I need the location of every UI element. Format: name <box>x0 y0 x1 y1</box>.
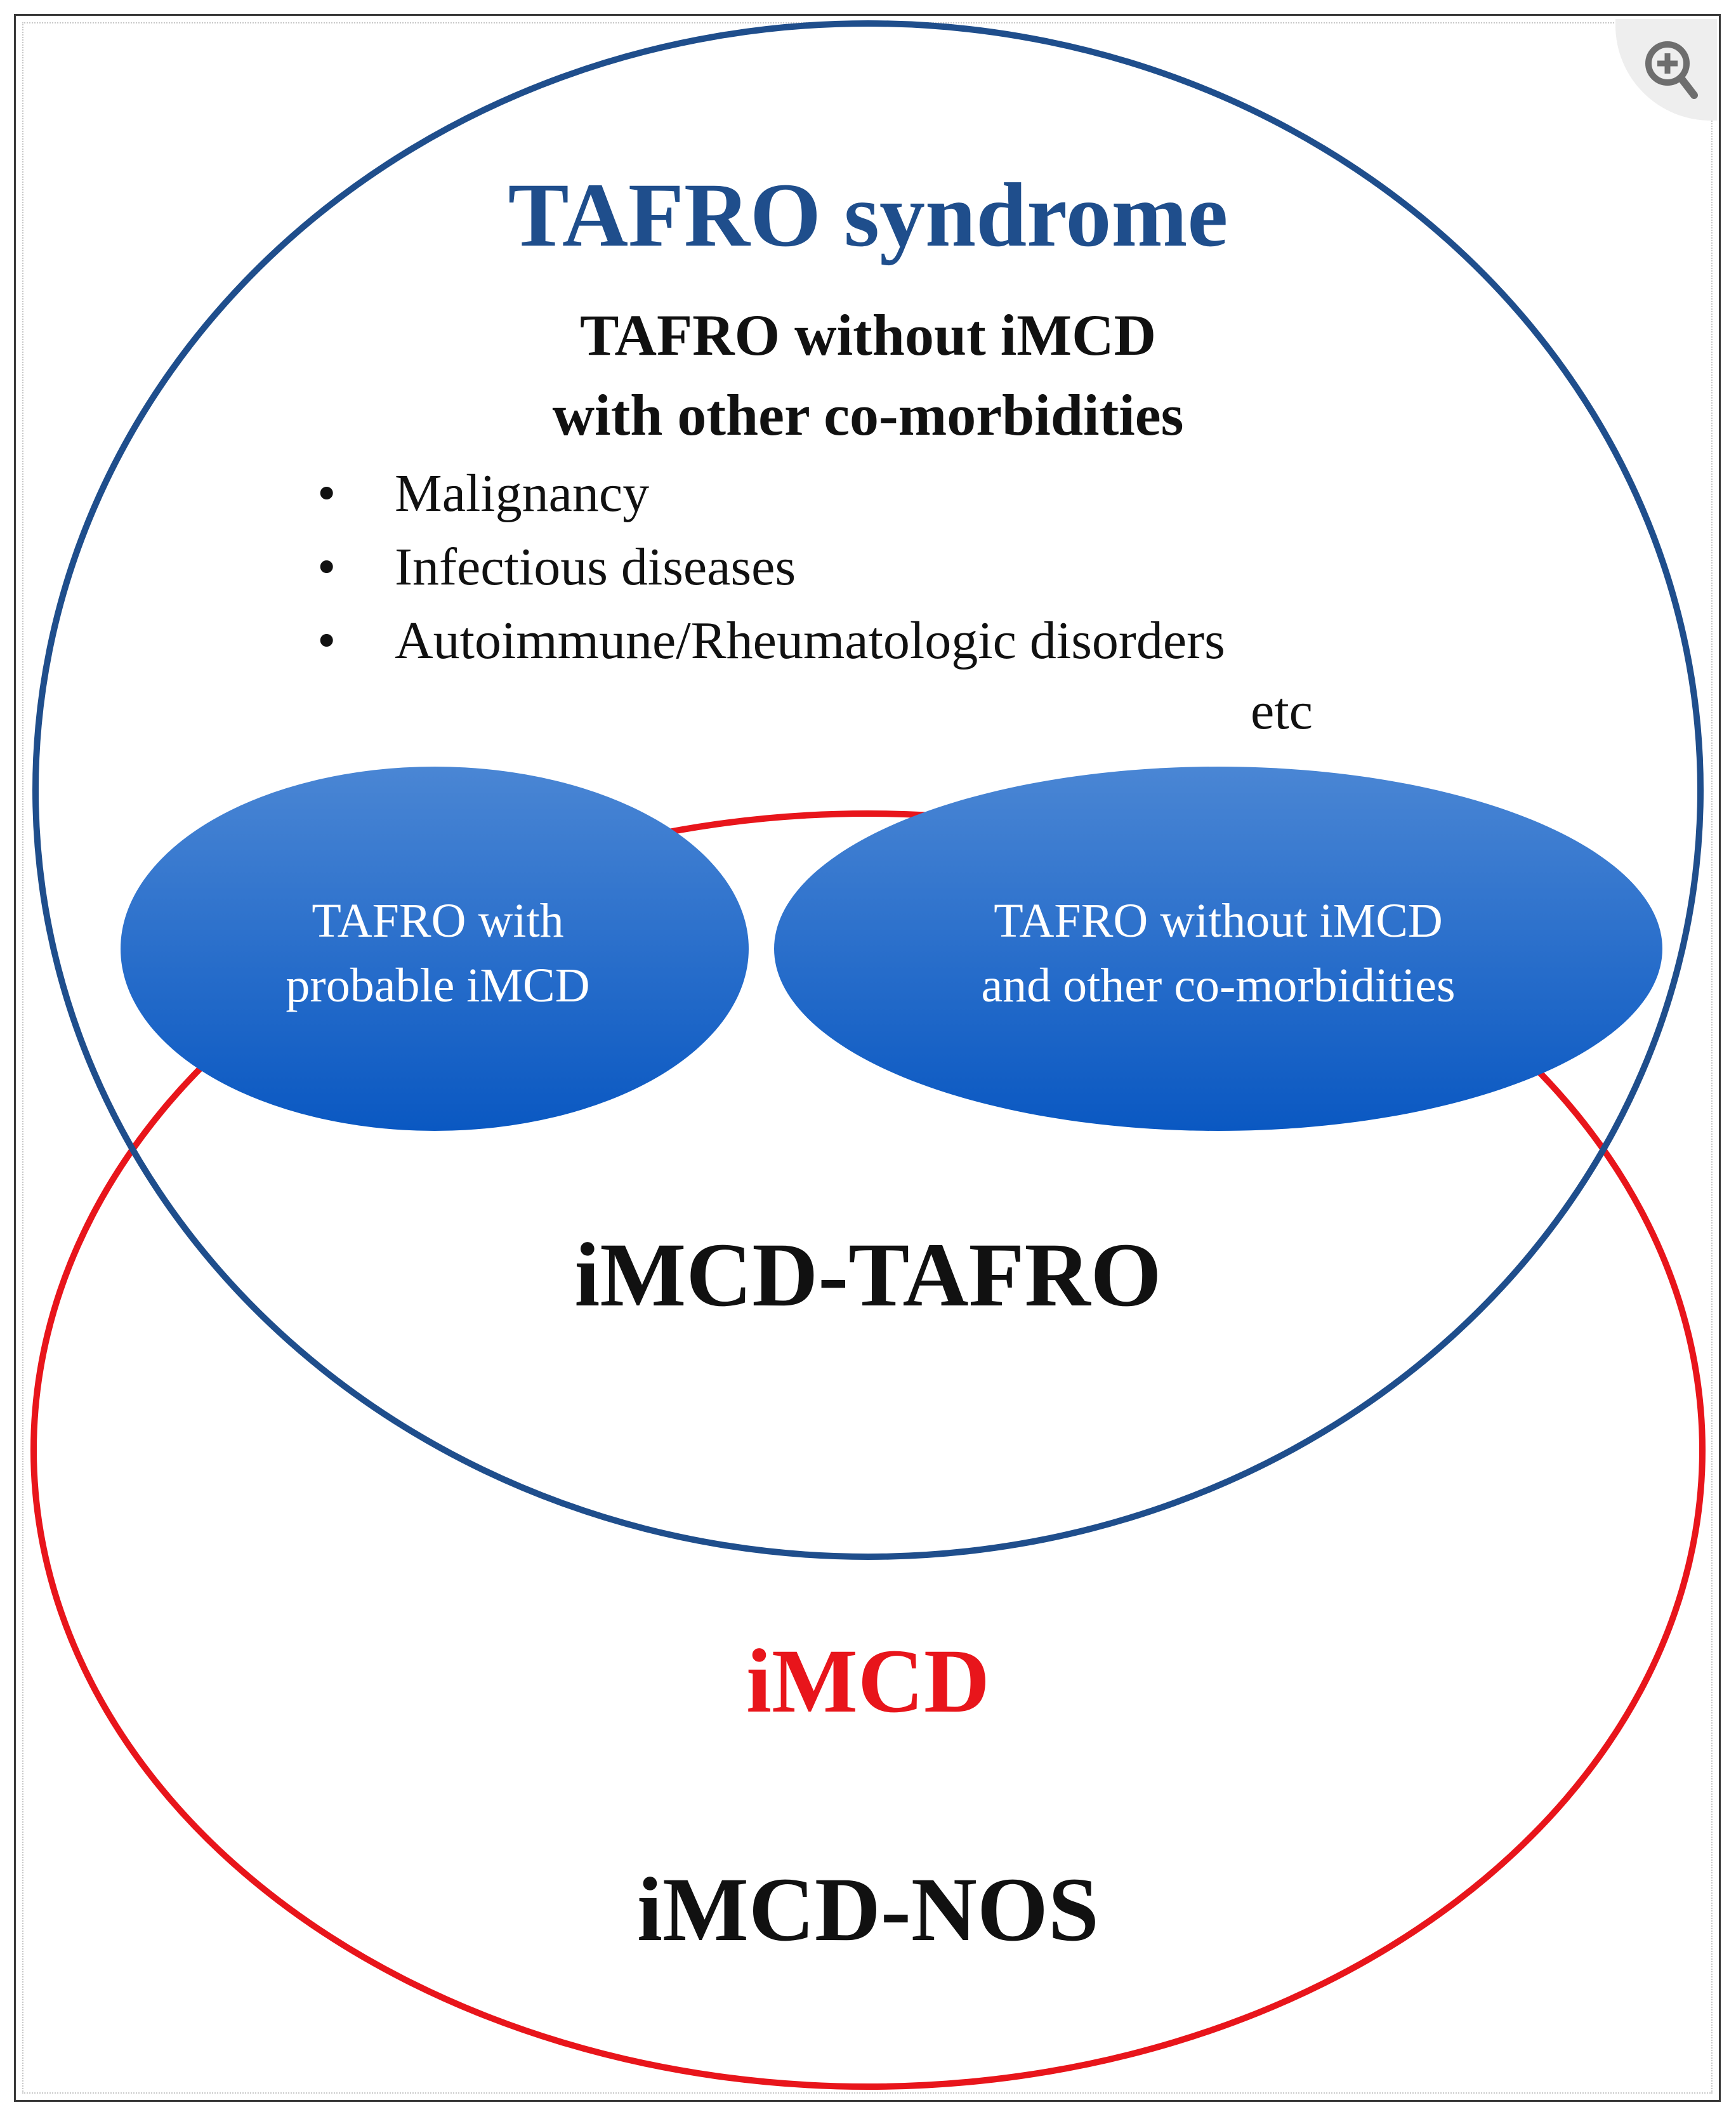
comorbidity-list: Malignancy Infectious diseases Autoimmun… <box>317 457 1225 678</box>
list-item-autoimmune-disorders: Autoimmune/Rheumatologic disorders <box>317 604 1225 678</box>
zoom-in-icon <box>1645 41 1698 99</box>
imcd-title: iMCD <box>746 1631 990 1732</box>
tafro-without-imcd-heading-line-1: TAFRO without iMCD <box>579 303 1157 367</box>
bubble-tafro-without-imcd-no-comorbidities <box>774 767 1662 1131</box>
list-item-infectious-diseases: Infectious diseases <box>317 531 1225 604</box>
etc-label: etc <box>1251 682 1313 741</box>
bubble-right-label: TAFRO without iMCD and other co-morbidit… <box>901 888 1535 1018</box>
tafro-syndrome-title: TAFRO syndrome <box>508 165 1228 266</box>
imcd-nos-label: iMCD-NOS <box>637 1859 1099 1960</box>
bubble-right-line-1: TAFRO without iMCD <box>994 894 1443 947</box>
bubble-right-line-2: and other co-morbidities <box>981 959 1456 1012</box>
imcd-tafro-label: iMCD-TAFRO <box>574 1225 1162 1326</box>
imcd-circle <box>30 810 1706 2090</box>
tafro-syndrome-circle <box>32 20 1704 1560</box>
bubble-left-line-2: probable iMCD <box>286 959 590 1012</box>
tafro-without-imcd-heading-line-2: with other co-morbidities <box>552 383 1184 447</box>
list-item-malignancy: Malignancy <box>317 457 1225 531</box>
bubble-left-label: TAFRO with probable iMCD <box>152 888 723 1018</box>
bubble-tafro-with-probable-imcd <box>121 767 749 1131</box>
bubble-left-line-1: TAFRO with <box>312 894 564 947</box>
